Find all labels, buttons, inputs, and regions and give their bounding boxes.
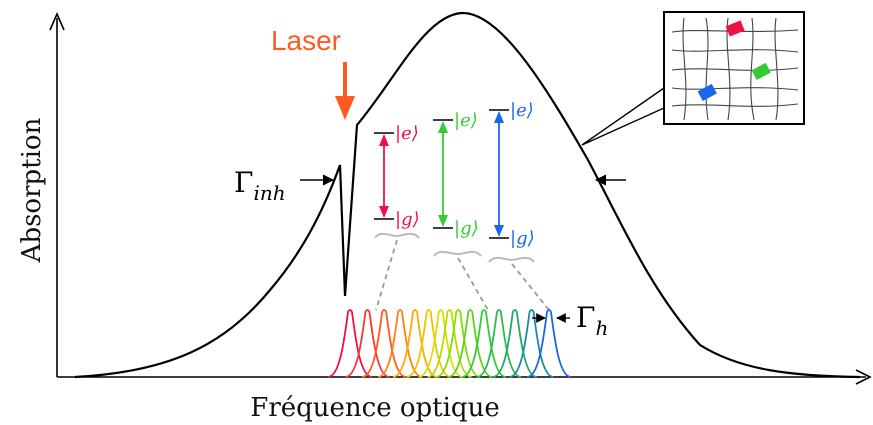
absorption-profile [74, 11, 861, 379]
gamma-h-subscript: h [595, 316, 608, 340]
homogeneous-lines-group [327, 309, 572, 378]
x-axis-label: Fréquence optique [250, 393, 499, 423]
homogeneous-line [392, 309, 438, 378]
gamma-h-symbol: Γ [576, 301, 595, 334]
upper-state-label-green: |e⟩ [454, 110, 478, 131]
ion-blue [697, 83, 717, 102]
connector-blue [511, 263, 550, 311]
y-axis-label: Absorption [17, 117, 47, 263]
inset-callout [581, 87, 665, 146]
gamma-inh-label: Γinh [234, 166, 286, 205]
upper-state-label-red: |e⟩ [395, 123, 419, 144]
homogeneous-line [526, 309, 572, 378]
gamma-inh-symbol: Γ [234, 166, 253, 199]
homogeneous-line [427, 309, 472, 378]
x-axis-arrowhead [855, 369, 872, 385]
homogeneous-line [361, 309, 407, 378]
lower-state-label-blue: |g⟩ [510, 228, 535, 249]
laser-arrow-head [335, 96, 355, 120]
ion-red [725, 20, 745, 37]
gamma-h-label: Γh [576, 301, 608, 340]
homogeneous-line [461, 309, 507, 378]
homogeneous-line [509, 309, 554, 378]
svg-text:Γinh: Γinh [234, 166, 286, 205]
level-system-blue: |e⟩ |g⟩ [488, 100, 535, 263]
homogeneous-line [406, 309, 451, 378]
upper-state-label-blue: |e⟩ [510, 100, 534, 121]
homogeneous-line [476, 309, 522, 378]
lower-state-label-green: |g⟩ [454, 218, 479, 239]
lower-state-label-red: |g⟩ [395, 209, 420, 230]
homogeneous-line [448, 309, 493, 378]
homogeneous-line [435, 309, 481, 378]
gamma-inh-subscript: inh [253, 181, 285, 205]
level-system-red: |e⟩ |g⟩ [374, 123, 420, 239]
y-axis-arrowhead [49, 12, 65, 31]
homogeneous-line [377, 309, 423, 378]
level-system-green: |e⟩ |g⟩ [433, 110, 482, 257]
homogeneous-line [327, 309, 373, 378]
ion-green [751, 62, 771, 81]
homogeneous-line [492, 309, 538, 378]
homogeneous-line [345, 309, 390, 378]
connector-red [375, 239, 398, 311]
laser-label: Laser [271, 25, 341, 56]
connector-green [457, 257, 489, 311]
